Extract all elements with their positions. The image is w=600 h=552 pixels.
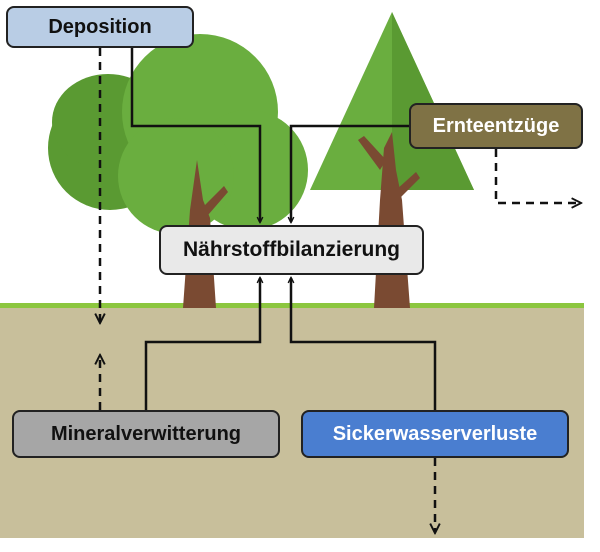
node-deposition: Deposition [6, 6, 194, 48]
arrow-harvest-to-balance [291, 124, 409, 222]
arrow-deposition-to-balance [130, 48, 260, 222]
node-ernteentzuege: Ernteentzüge [409, 103, 583, 149]
node-sickerwasserverluste: Sickerwasserverluste [301, 410, 569, 458]
arrow-weathering-to-balance [144, 278, 260, 410]
node-mineralverwitterung: Mineralverwitterung [12, 410, 280, 458]
node-naehrstoffbilanzierung: Nährstoffbilanzierung [159, 225, 424, 275]
dashed-arrow-harvest-out [494, 149, 580, 203]
arrow-leaching-to-balance [291, 278, 437, 410]
